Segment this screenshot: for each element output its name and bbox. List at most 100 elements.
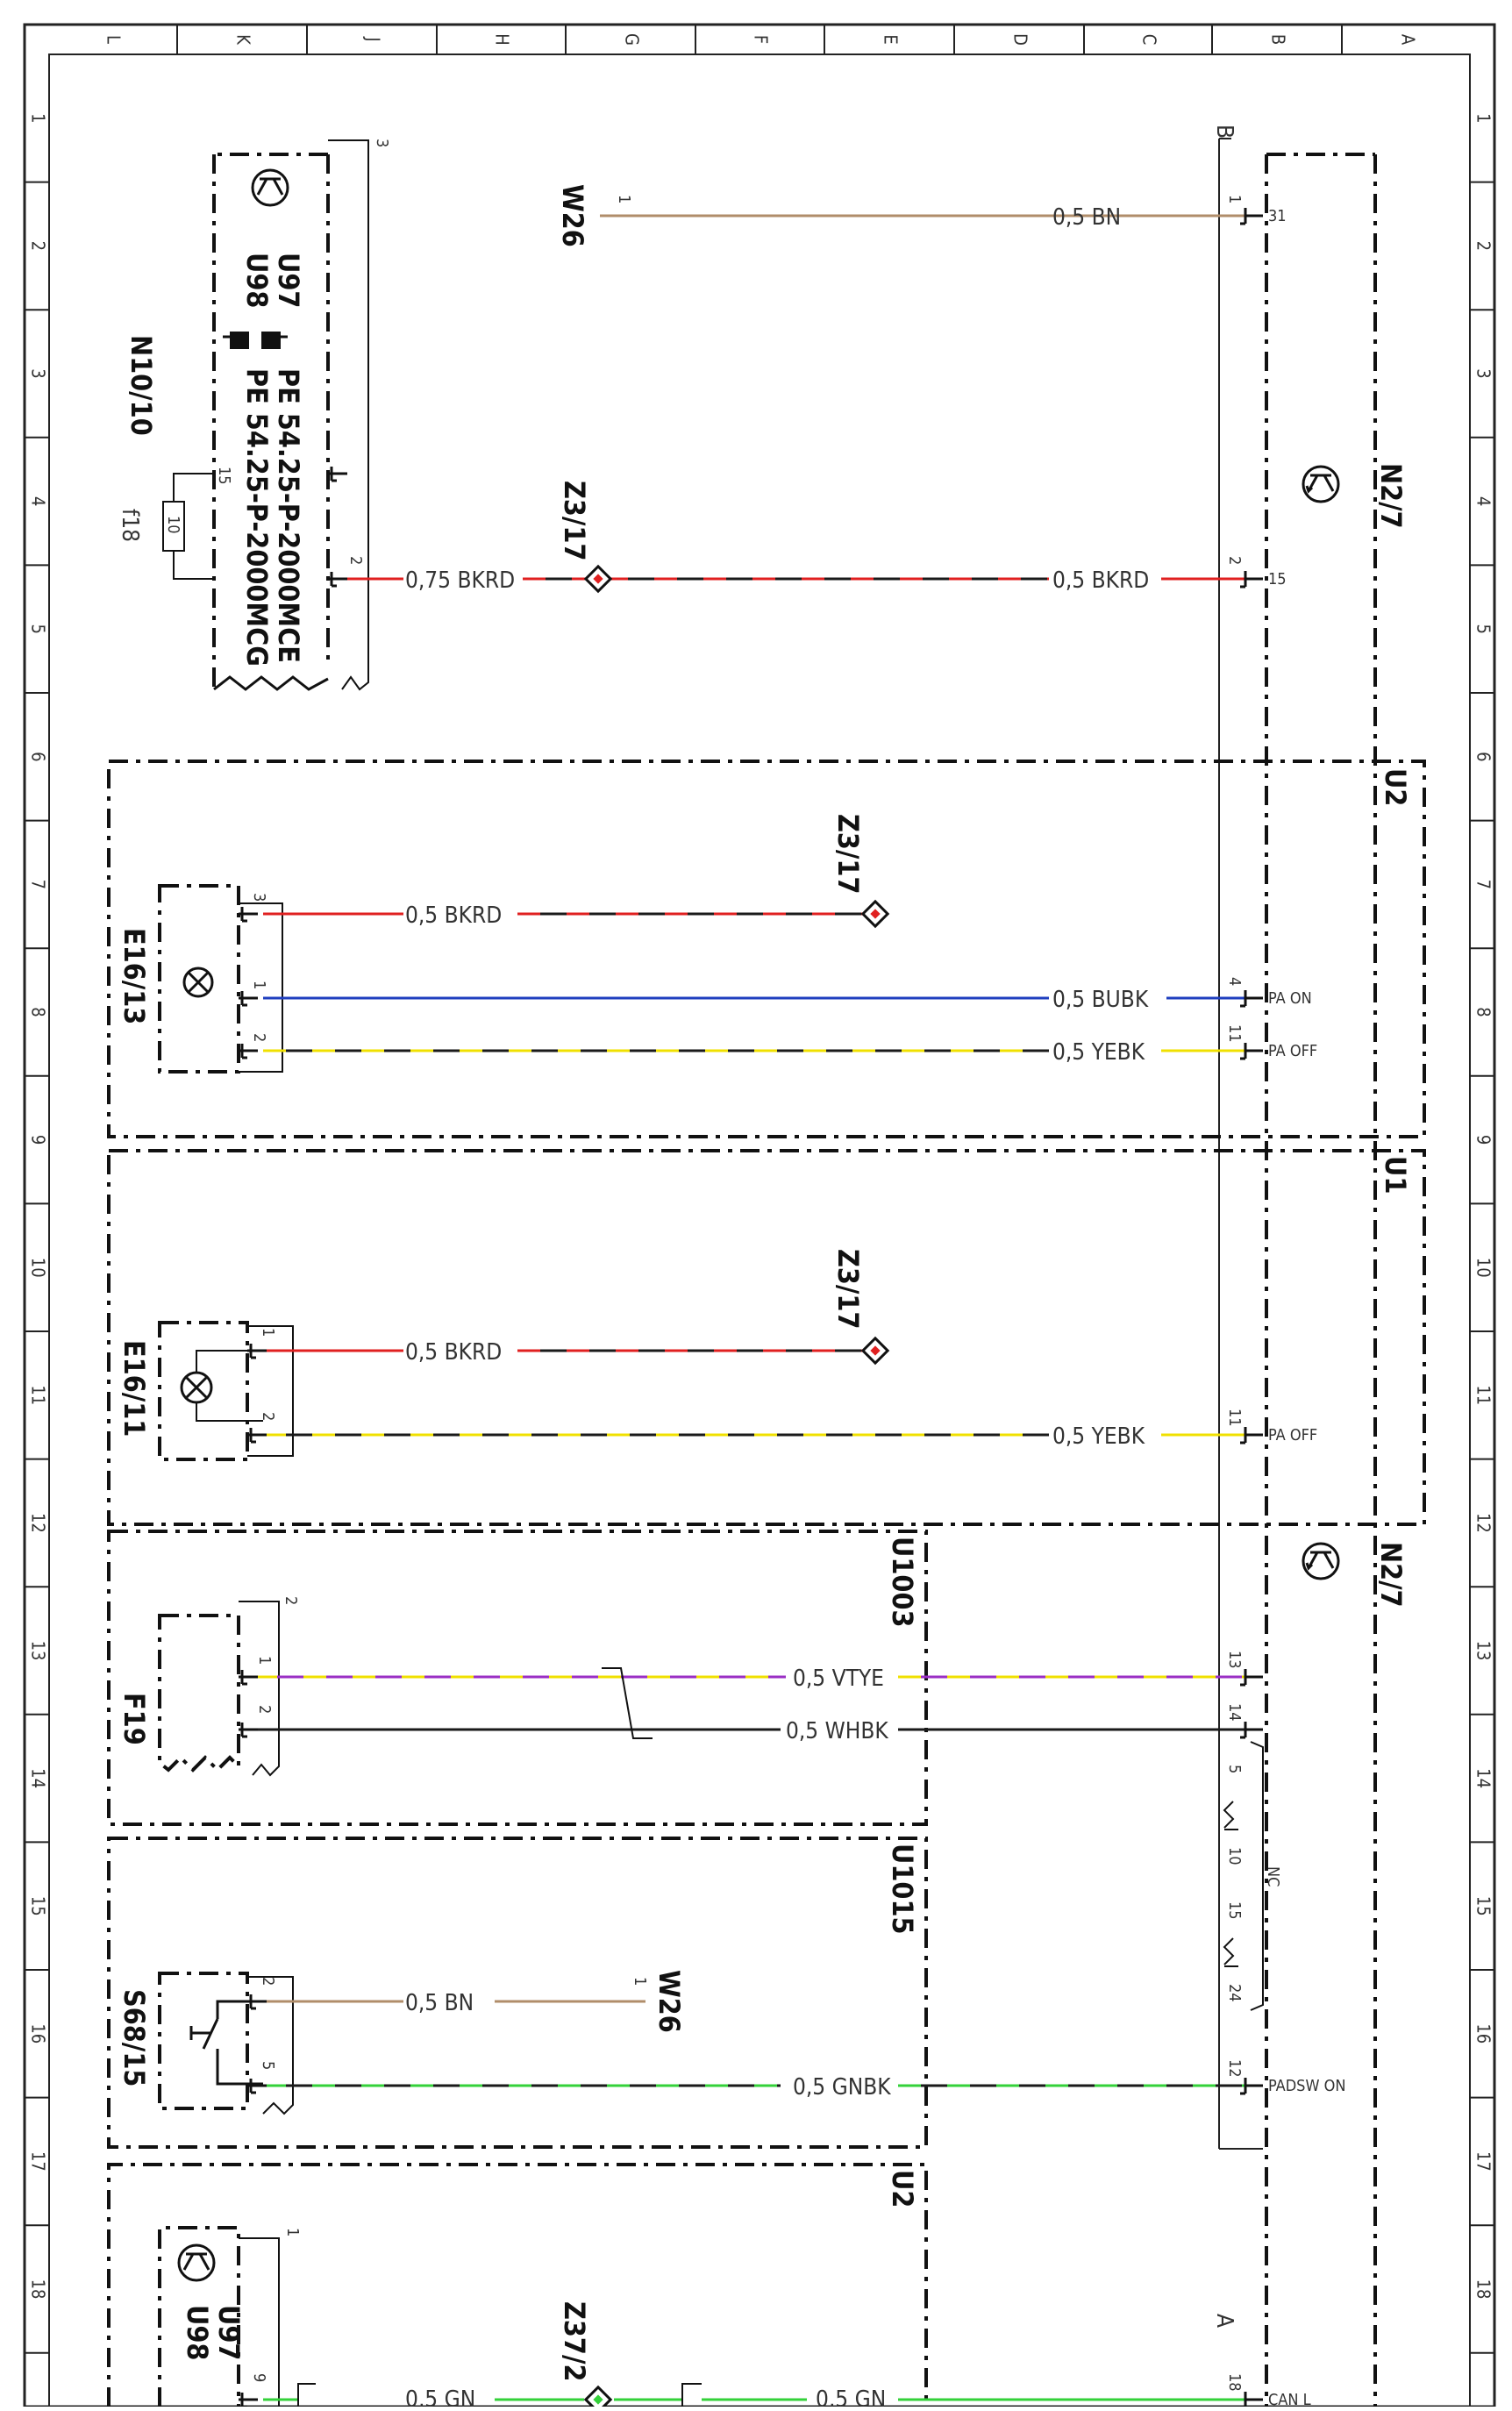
wire-label-bn-2: 0,5 BN (405, 1990, 474, 2016)
ruler-right-row-9: 9 (1473, 1135, 1494, 1145)
wire-twist-marker (602, 1667, 653, 1739)
ruler-col-5: G (622, 33, 643, 46)
wire-label-gn-1: 0,5 GN (405, 2386, 475, 2407)
pa-off-pin-number-b: 11 (1225, 1409, 1244, 1427)
ruler-right-row-17: 17 (1473, 2151, 1494, 2172)
ruler-right-row-12: 12 (1473, 1513, 1494, 1533)
bus-label-a: A (1211, 2314, 1237, 2328)
signal-padsw-on: PADSW ON (1268, 2077, 1345, 2095)
w26-top-label: W26 (556, 184, 589, 247)
e16-13-pin-2: 2 (250, 1033, 268, 1042)
u1003-label: U1003 (886, 1537, 919, 1628)
module-pin-stub-10 (247, 2079, 267, 2094)
ruler-right-row-6: 6 (1473, 752, 1494, 761)
u97-transistor-icon-bottom (177, 2243, 216, 2282)
pin-15-number: 2 (1225, 556, 1244, 565)
s68-15-pin-2: 2 (259, 1977, 277, 1986)
ruler-left-row-7: 7 (28, 880, 49, 889)
w26-top-pin: 1 (615, 195, 633, 203)
switch-icon-s68-15 (189, 2000, 263, 2086)
component-labels: W26 1 Z3/17 Z3/17 Z3/17 W26 1 Z37/2 (556, 184, 865, 2381)
n10-10-pin-15: 15 (215, 467, 233, 485)
n10-10-label: N10/10 (125, 335, 158, 436)
signal-pa-on: PA ON (1268, 989, 1312, 1008)
module-pin-stub-3 (239, 991, 258, 1007)
ruler-left-row-11: 11 (28, 1385, 49, 1405)
pin-stubs (239, 208, 1263, 2409)
wire-label-yebk-a: 0,5 YEBK (1052, 1039, 1145, 1066)
module-pin-stub-6 (247, 1428, 267, 1444)
ruler-left-row-14: 14 (28, 1768, 49, 1788)
f19-pin-1: 1 (255, 1656, 274, 1665)
nc-pin-15: 15 (1225, 1901, 1244, 1920)
pe-reference-b: PE 54.25-P-2000MCG (240, 368, 274, 667)
ruler-left-row-3: 3 (28, 368, 49, 378)
ruler-right-row-7: 7 (1473, 880, 1494, 889)
ruler-right-row-8: 8 (1473, 1007, 1494, 1016)
n10-10-transistor-icon (251, 168, 289, 207)
w26-bottom-pin: 1 (631, 1977, 649, 1986)
lamp-icon-e16-13 (182, 967, 214, 998)
wire-label-gnbk: 0,5 GNBK (793, 2074, 891, 2101)
bottom-corner-number: 1 (283, 2228, 302, 2236)
f19-housing (158, 1614, 240, 1773)
wire-label-yebk-b: 0,5 YEBK (1052, 1423, 1145, 1450)
signal-pa-off-a: PA OFF (1268, 1042, 1317, 1060)
splice-z3-17-b-icon (860, 899, 890, 929)
u1-label: U1 (1379, 1156, 1412, 1194)
bus-pin-stub-7 (1240, 1722, 1263, 1739)
ruler-col-6: F (751, 35, 772, 44)
z3-17-label-c: Z3/17 (831, 1249, 865, 1329)
e16-13-housing (158, 884, 240, 1074)
ruler-left-row-10: 10 (28, 1258, 49, 1278)
nc-range-arrow-icon-a (1223, 1801, 1238, 1830)
hand-pointer-icon-b (223, 332, 249, 349)
ruler-left-row-6: 6 (28, 752, 49, 761)
bus-pin-stub-1 (1240, 208, 1263, 225)
signal-pa-off-b: PA OFF (1268, 1426, 1317, 1444)
pa-off-pin-number-a: 11 (1225, 1024, 1244, 1043)
ruler-right-row-5: 5 (1473, 624, 1494, 633)
s68-15-pin-5: 5 (259, 2061, 277, 2070)
wire-label-bkrd-075: 0,75 BKRD (405, 567, 515, 594)
u1015-box: U1015 S68/15 2 5 (107, 1837, 928, 2149)
n2-7-label-top: N2/7 (1374, 463, 1408, 529)
u2-bottom-box: U2 1 U97 U98 9 (107, 2163, 928, 2407)
u1-box: U1 E16/11 1 2 (107, 1149, 1426, 1526)
ruler-right-row-2: 2 (1473, 241, 1494, 251)
ruler-top: L K J H G F E D C B A (103, 33, 1419, 46)
ruler-left-row-16: 16 (28, 2023, 49, 2044)
e16-11-pin-2: 2 (259, 1412, 277, 1421)
ruler-left-row-12: 12 (28, 1513, 49, 1533)
ruler-left-row-17: 17 (28, 2151, 49, 2172)
e16-11-pin-1: 1 (259, 1328, 277, 1337)
wire-labels: 0,5 BN 0,75 BKRD 0,5 BKRD 0,5 BKRD 0,5 B… (405, 204, 1149, 2411)
e16-13-pin-3: 3 (250, 893, 268, 902)
bus-pin-stub-6 (1240, 1669, 1263, 1687)
ruler-left-row-9: 9 (28, 1135, 49, 1145)
wire-label-bkrd-e16-13: 0,5 BKRD (405, 902, 502, 929)
pin-31-number: 1 (1225, 195, 1244, 203)
module-pin-stub-1 (328, 572, 347, 588)
fuse-f18-value: 10 (164, 516, 182, 534)
module-pin-stub-2 (239, 907, 258, 923)
wire-label-whbk: 0,5 WHBK (786, 1718, 888, 1744)
ruler-left-row-13: 13 (28, 1641, 49, 1661)
ruler-left-row-1: 1 (28, 113, 49, 123)
ruler-right-row-14: 14 (1473, 1768, 1494, 1788)
ruler-col-2: K (233, 34, 254, 46)
signal-31: 31 (1268, 207, 1287, 225)
e16-11-label: E16/11 (118, 1340, 151, 1437)
wires (254, 214, 1245, 2407)
n10-10-corner-number: 3 (373, 139, 391, 147)
splice-z3-17-c-icon (860, 1336, 890, 1366)
ruler-left-row-8: 8 (28, 1007, 49, 1016)
bus-label-b: B (1211, 125, 1237, 139)
u98-line-label: U98 (240, 253, 274, 308)
ruler-right-row-18: 18 (1473, 2279, 1494, 2300)
nc-range-arrow-icon-b (1223, 1937, 1238, 1967)
pin-18-number: 18 (1225, 2373, 1244, 2392)
hand-pointer-icon-a (261, 332, 288, 349)
